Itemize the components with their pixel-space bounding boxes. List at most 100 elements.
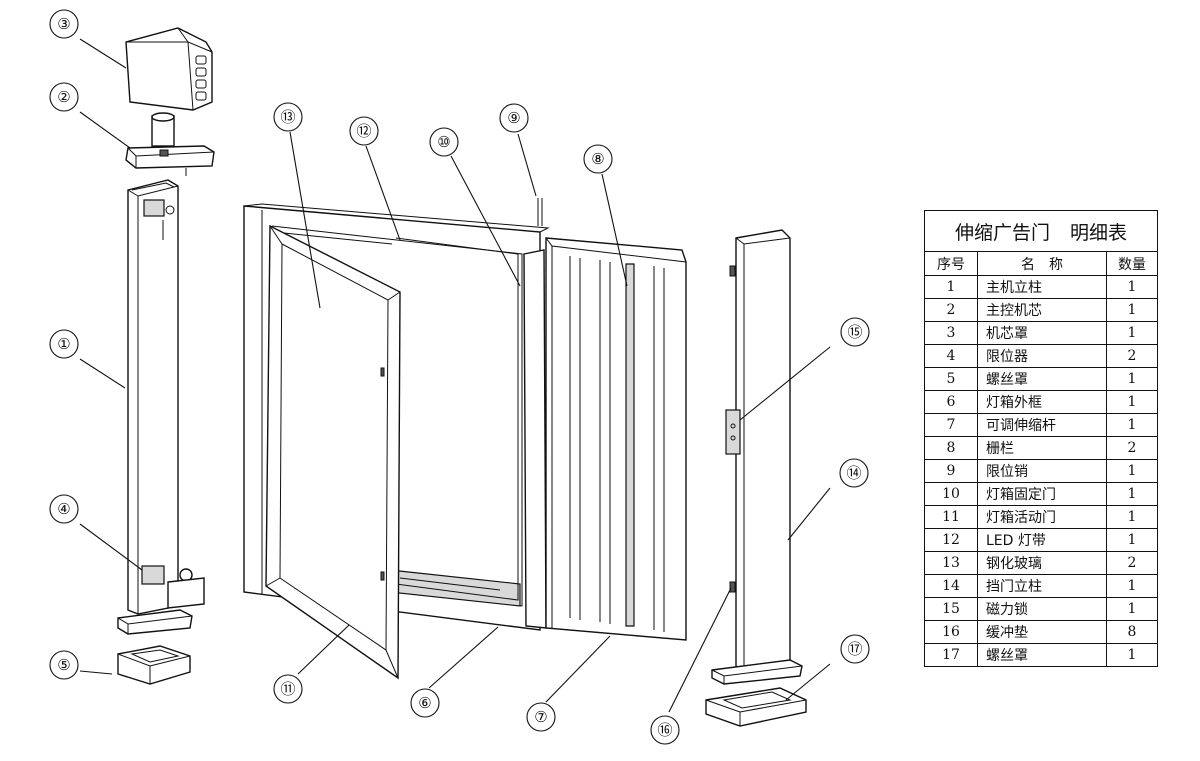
cell-qty: 1 [1106,505,1158,529]
screw-cover-left [117,645,191,685]
svg-text:③: ③ [57,15,70,33]
cell-name: 磁力锁 [977,597,1107,621]
cell-index: 9 [924,459,978,483]
svg-text:⑦: ⑦ [534,708,547,726]
callout-3: ③ [49,9,79,39]
cell-qty: 2 [1106,551,1158,575]
callout-12: ⑫ [349,116,379,146]
cell-index: 5 [924,367,978,391]
cell-index: 4 [924,344,978,368]
cell-qty: 1 [1106,528,1158,552]
header-qty: 数量 [1106,251,1158,276]
cell-qty: 1 [1106,367,1158,391]
cell-name: 限位销 [977,459,1107,483]
callout-16: ⑯ [650,715,680,745]
cell-name: 限位器 [977,344,1107,368]
callout-6: ⑥ [410,688,440,718]
svg-text:⑫: ⑫ [356,122,371,140]
cell-qty: 2 [1106,436,1158,460]
cell-name: 钢化玻璃 [977,551,1107,575]
cell-index: 6 [924,390,978,414]
svg-text:⑬: ⑬ [280,108,295,126]
cell-index: 12 [924,528,978,552]
svg-text:⑮: ⑮ [847,323,862,341]
callout-14: ⑭ [839,458,869,488]
cell-name: 主控机芯 [977,298,1107,322]
table-title: 伸缩广告门明细表 [924,210,1158,252]
cell-qty: 1 [1106,298,1158,322]
svg-text:⑰: ⑰ [847,640,862,658]
cell-qty: 8 [1106,620,1158,644]
cell-index: 7 [924,413,978,437]
header-index: 序号 [924,251,978,276]
callout-4: ④ [49,494,79,524]
header-name: 名 称 [977,251,1107,276]
svg-text:⑨: ⑨ [507,109,520,127]
cell-index: 15 [924,597,978,621]
cell-name: 挡门立柱 [977,574,1107,598]
cell-index: 11 [924,505,978,529]
cell-index: 3 [924,321,978,345]
svg-text:①: ① [57,335,70,353]
callout-bubbles: ① ② ③ ④ ⑤ ⑥ ⑦ ⑧ ⑨ ⑩ ⑪ ⑫ ⑬ ⑭ ⑮ ⑯ ⑰ [49,9,870,745]
svg-text:⑭: ⑭ [846,464,861,482]
cell-qty: 2 [1106,344,1158,368]
main-post [117,179,205,635]
cell-qty: 1 [1106,459,1158,483]
callout-8: ⑧ [583,144,613,174]
cell-name: 可调伸缩杆 [977,413,1107,437]
main-control-core [125,112,215,176]
callout-5: ⑤ [49,650,79,680]
cell-name: 灯箱活动门 [977,505,1107,529]
cell-name: 栅栏 [977,436,1107,460]
cell-index: 10 [924,482,978,506]
callout-2: ② [49,82,79,112]
cell-index: 2 [924,298,978,322]
svg-text:⑧: ⑧ [591,150,604,168]
cell-name: 螺丝罩 [977,643,1107,667]
cell-qty: 1 [1106,597,1158,621]
leader-lines [79,38,831,713]
cell-qty: 1 [1106,482,1158,506]
cell-name: 机芯罩 [977,321,1107,345]
screw-cover-right [705,687,807,727]
svg-text:②: ② [57,88,70,106]
svg-text:⑯: ⑯ [657,721,672,739]
callout-11: ⑪ [273,674,303,704]
cell-name: 主机立柱 [977,275,1107,299]
cell-name: 螺丝罩 [977,367,1107,391]
callout-7: ⑦ [526,702,556,732]
cell-qty: 1 [1106,643,1158,667]
cell-name: LED 灯带 [977,528,1107,552]
svg-text:④: ④ [57,500,70,518]
door-stop-post [711,229,803,685]
svg-text:⑤: ⑤ [57,656,70,674]
cell-qty: 1 [1106,413,1158,437]
light-box-assembly [243,203,550,680]
cell-qty: 1 [1106,390,1158,414]
svg-text:⑩: ⑩ [437,133,450,151]
cell-index: 13 [924,551,978,575]
table-title-right: 明细表 [1070,221,1128,244]
callout-10: ⑩ [429,127,459,157]
svg-text:⑪: ⑪ [280,680,295,698]
cell-name: 灯箱固定门 [977,482,1107,506]
svg-text:⑥: ⑥ [418,694,431,712]
table-title-left: 伸缩广告门 [954,221,1050,244]
